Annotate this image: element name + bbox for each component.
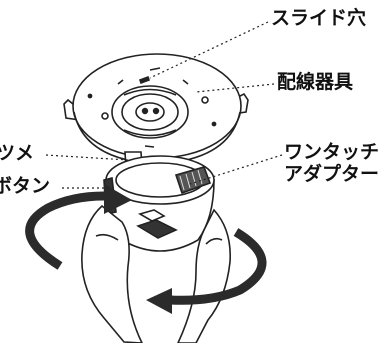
hands [81, 204, 231, 343]
wiring-device-label: 配線器具 [277, 71, 354, 93]
leader-lines [45, 21, 283, 189]
arrow-head-left [104, 184, 132, 214]
button-label: ボタン [0, 175, 51, 197]
tsume-label: ツメ [0, 142, 35, 164]
wiring-device [63, 53, 249, 165]
arrow-head-right [146, 288, 172, 314]
adapter-label-line1: ワンタッチ [284, 141, 380, 163]
adapter-label-line2: アダプター [284, 162, 380, 185]
one-touch-adapter [103, 151, 215, 252]
adapter-label: ワンタッチ アダプター [284, 141, 380, 186]
slide-hole-label: スライド穴 [271, 7, 367, 29]
rotation-arrows [25, 184, 267, 314]
